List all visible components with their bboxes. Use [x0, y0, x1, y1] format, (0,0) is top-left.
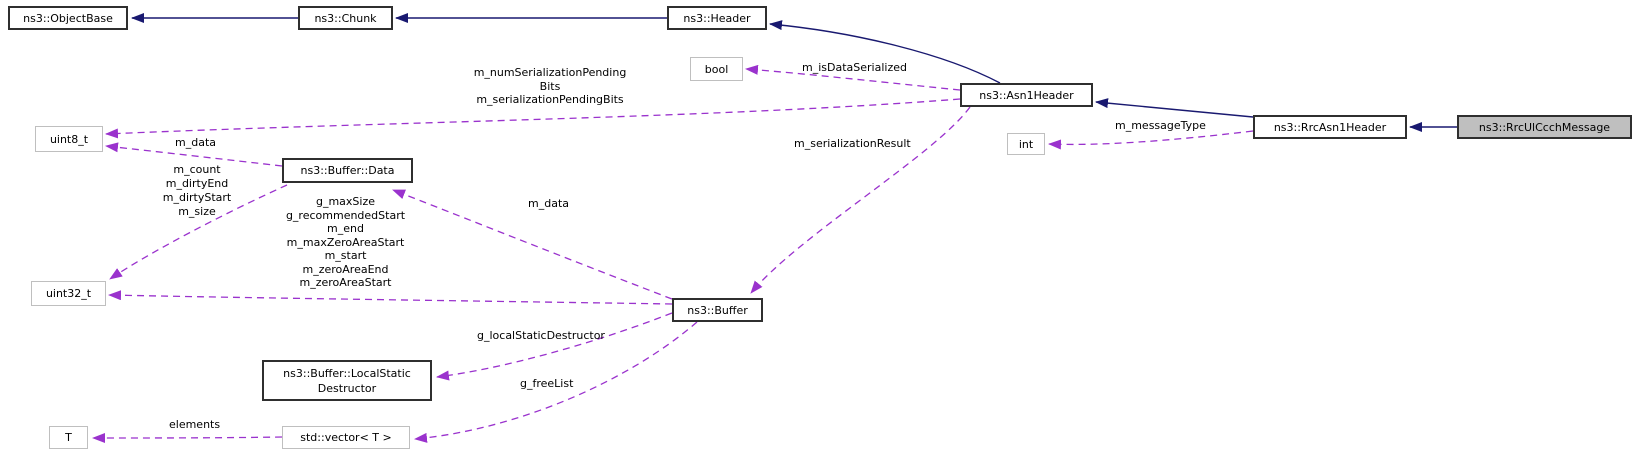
edge-bufferdata-to-uint32 [109, 184, 288, 280]
node-asn1header[interactable]: ns3::Asn1Header [960, 83, 1093, 107]
edge-rrcasn1header-to-int [1048, 130, 1254, 150]
edge-asn1header-to-bool [745, 64, 961, 91]
edge-label-m-data-top: m_data [175, 136, 216, 149]
edge-buffer-to-bufferdata [392, 189, 673, 300]
edge-label-bufferdata-members: m_count m_dirtyEnd m_dirtyStart m_size [162, 163, 232, 218]
node-buffer[interactable]: ns3::Buffer [672, 298, 763, 322]
edge-bufferdata-to-uint8 [105, 142, 283, 167]
edge-asn1header-to-header [769, 20, 1001, 84]
edge-asn1header-to-uint8 [105, 98, 961, 139]
edge-label-serialization-result: m_serializationResult [794, 137, 911, 150]
edge-vector-to-t [92, 432, 283, 443]
node-buffer-data[interactable]: ns3::Buffer::Data [282, 158, 413, 183]
node-uint8-t: uint8_t [35, 126, 103, 152]
edge-buffer-to-vector [414, 321, 698, 443]
node-chunk[interactable]: ns3::Chunk [298, 6, 393, 30]
edge-label-free-list: g_freeList [520, 377, 574, 390]
edge-label-message-type: m_messageType [1115, 119, 1206, 132]
edge-asn1header-to-buffer [750, 106, 971, 294]
node-rrculccchmessage: ns3::RrcUlCcchMessage [1457, 115, 1632, 139]
node-header[interactable]: ns3::Header [667, 6, 767, 30]
node-bool: bool [690, 57, 743, 81]
edge-label-elements: elements [169, 418, 221, 431]
edge-label-local-static-destructor: g_localStaticDestructor [477, 329, 605, 342]
node-uint32-t: uint32_t [31, 281, 106, 306]
node-t: T [49, 426, 88, 449]
edge-label-buffer-members: g_maxSize g_recommendedStart m_end m_max… [285, 195, 406, 289]
edge-label-is-data-serialized: m_isDataSerialized [802, 61, 907, 74]
edge-label-m-data-mid: m_data [528, 197, 569, 210]
edge-rrcasn1header-to-asn1header [1095, 98, 1254, 118]
edge-label-serialization-pending-bits: m_numSerializationPending Bits m_seriali… [473, 66, 627, 106]
node-int: int [1007, 133, 1045, 155]
node-local-static-destructor[interactable]: ns3::Buffer::LocalStatic Destructor [262, 360, 432, 401]
edge-buffer-to-uint32 [108, 290, 673, 305]
node-rrcasn1header[interactable]: ns3::RrcAsn1Header [1253, 115, 1407, 139]
node-objectbase[interactable]: ns3::ObjectBase [8, 6, 128, 30]
node-std-vector: std::vector< T > [282, 426, 410, 449]
edge-buffer-to-localstaticdestructor [436, 312, 673, 381]
